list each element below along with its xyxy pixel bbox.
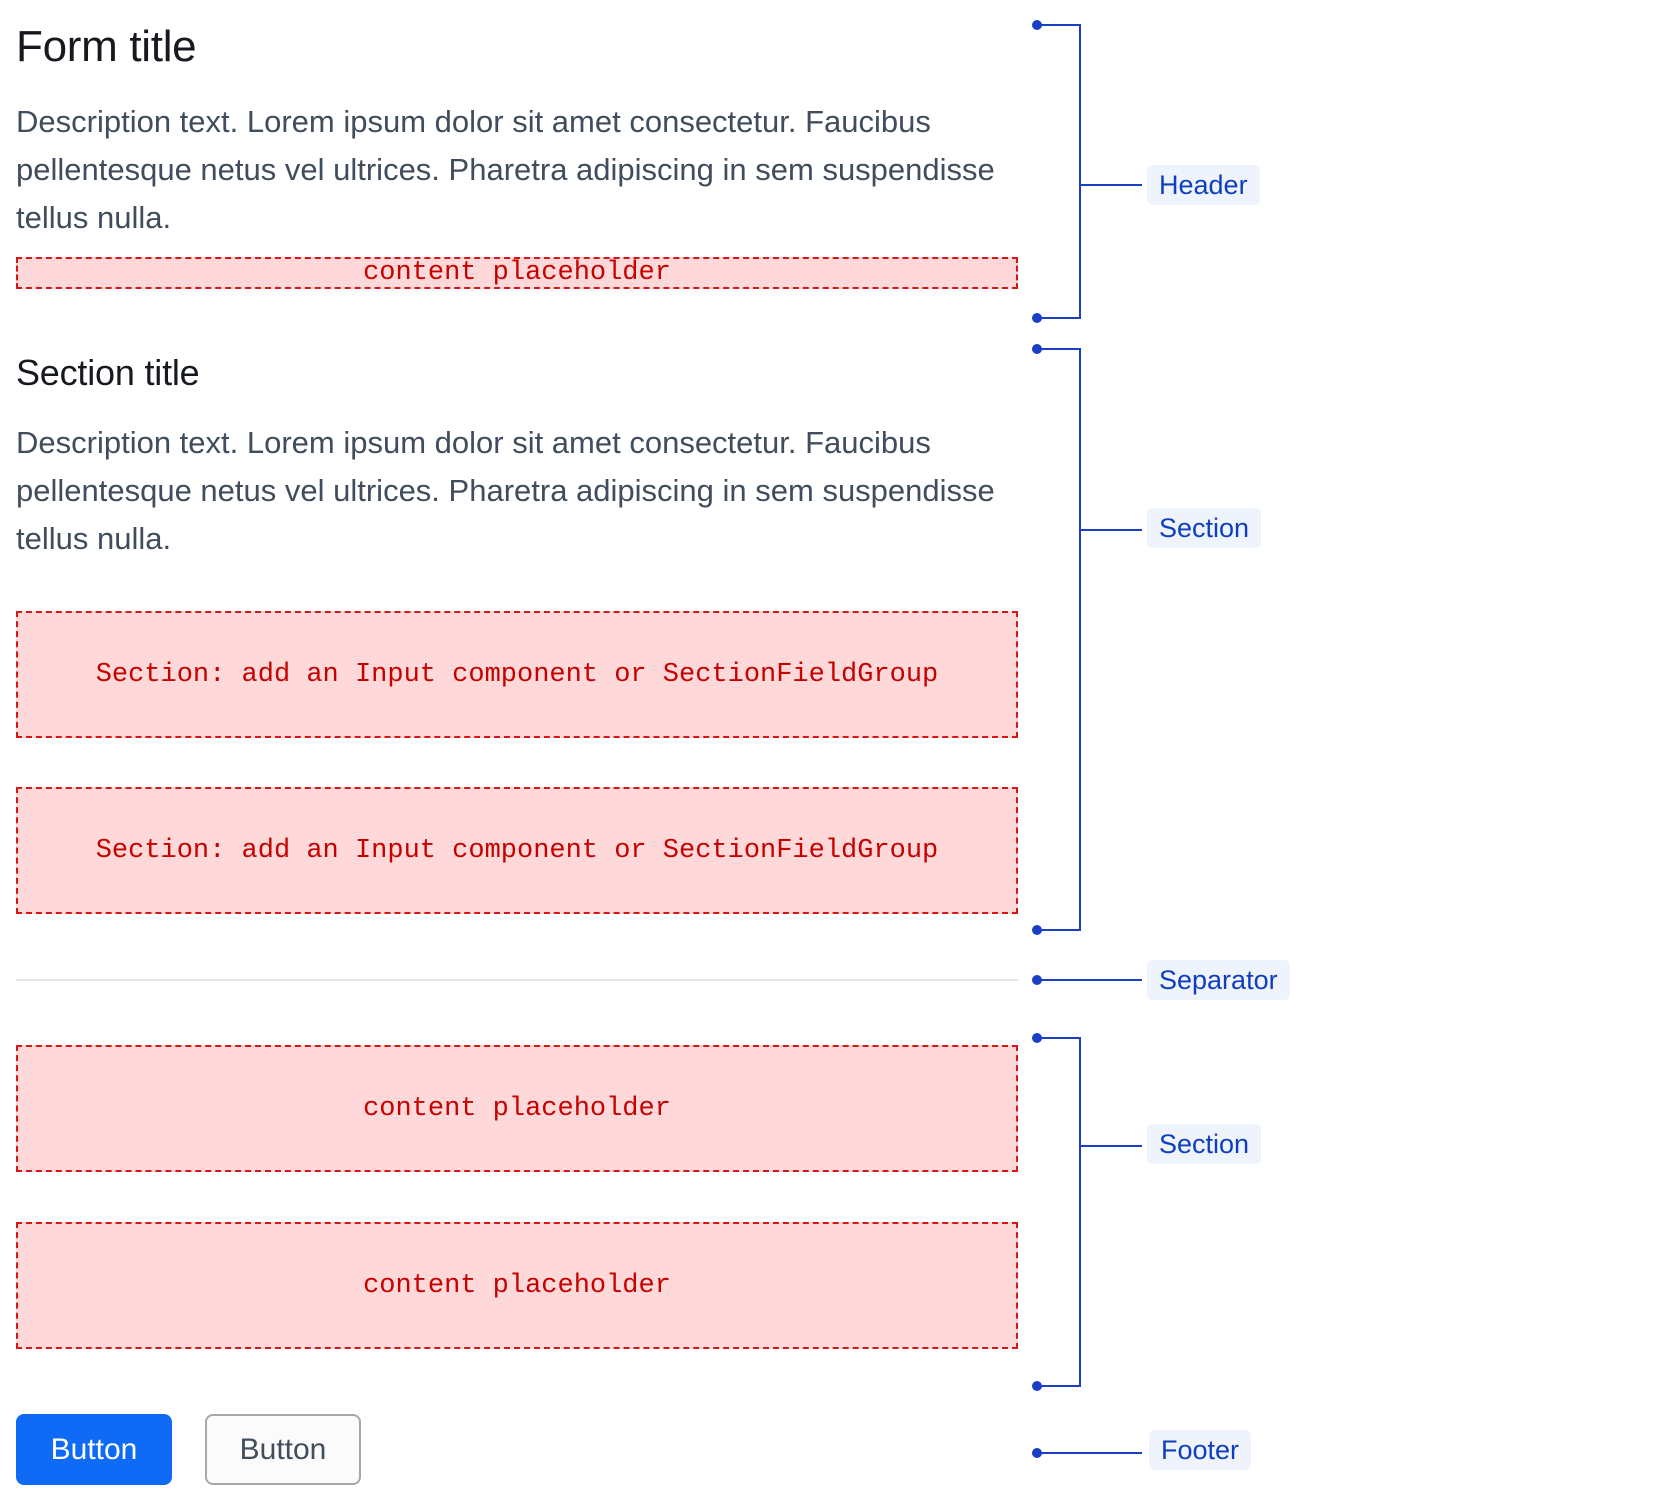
bracket-dot bbox=[1032, 925, 1042, 935]
section-description: Description text. Lorem ipsum dolor sit … bbox=[16, 425, 995, 556]
bracket-dot bbox=[1032, 344, 1042, 354]
annotation-tag-section: Section bbox=[1147, 1124, 1262, 1164]
section-input-slot: Section: add an Input component or Secti… bbox=[16, 611, 1018, 738]
header-content-placeholder: content placeholder bbox=[16, 257, 1018, 289]
bracket-dot bbox=[1032, 1381, 1042, 1391]
content-placeholder: content placeholder bbox=[16, 1045, 1018, 1172]
section-input-slot: Section: add an Input component or Secti… bbox=[16, 787, 1018, 914]
secondary-button[interactable]: Button bbox=[205, 1414, 361, 1485]
separator-line bbox=[16, 979, 1018, 981]
bracket-dot bbox=[1032, 975, 1042, 985]
section-bracket bbox=[1037, 1037, 1142, 1387]
content-placeholder: content placeholder bbox=[16, 1222, 1018, 1349]
bracket-dot bbox=[1032, 20, 1042, 30]
annotation-tag-footer: Footer bbox=[1149, 1430, 1252, 1470]
bracket-dot bbox=[1032, 1033, 1042, 1043]
form-description: Description text. Lorem ipsum dolor sit … bbox=[16, 104, 995, 235]
form-title: Form title bbox=[16, 22, 197, 71]
annotation-tag-separator: Separator bbox=[1147, 960, 1290, 1000]
section-title: Section title bbox=[16, 352, 200, 393]
header-bracket bbox=[1037, 24, 1142, 319]
primary-button[interactable]: Button bbox=[16, 1414, 172, 1485]
annotation-tag-header: Header bbox=[1147, 165, 1260, 205]
annotation-tag-section: Section bbox=[1147, 508, 1262, 548]
bracket-dot bbox=[1032, 1448, 1042, 1458]
bracket-dot bbox=[1032, 313, 1042, 323]
section-bracket bbox=[1037, 348, 1142, 931]
